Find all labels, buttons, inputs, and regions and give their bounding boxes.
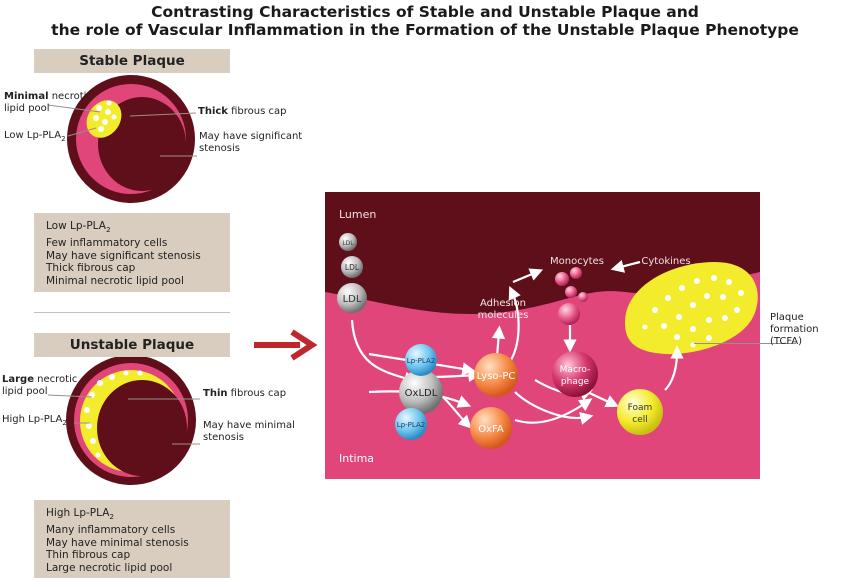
ldl-label-medium: LDL bbox=[345, 263, 360, 272]
pathway-arrows bbox=[350, 259, 684, 429]
macrophage-label-2: phage bbox=[561, 377, 590, 387]
plaque-tcfa bbox=[625, 262, 758, 355]
unstable-lp-pla2-label: High Lp-PLA2 bbox=[2, 414, 67, 427]
macrophage-label-1: Macro- bbox=[560, 365, 591, 375]
title-line-2: the role of Vascular Inflammation in the… bbox=[51, 21, 799, 39]
title-line-1: Contrasting Characteristics of Stable an… bbox=[151, 3, 699, 21]
lp-pla2-enzyme-bottom bbox=[395, 408, 427, 440]
adhesion-label-1: Adhesion bbox=[480, 298, 526, 309]
oxfa-label: OxFA bbox=[478, 424, 504, 435]
unstable-fibrous-cap-label: Thin fibrous cap bbox=[203, 388, 287, 399]
stable-fibrous-cap-label: Thick fibrous cap bbox=[198, 106, 287, 117]
unstable-plaque-header: Unstable Plaque bbox=[34, 333, 230, 357]
unstable-characteristics-box: High Lp-PLA2 Many inflammatory cells May… bbox=[34, 500, 230, 578]
stable-lp-pla2-label: Low Lp-PLA2 bbox=[4, 130, 66, 143]
macrophage-cell bbox=[552, 351, 598, 397]
intima-label: Intima bbox=[339, 452, 374, 465]
lp-pla2-label-bottom: Lp-PLA2 bbox=[397, 421, 425, 429]
foam-cell bbox=[617, 389, 663, 435]
transition-arrow bbox=[254, 329, 318, 361]
monocytes-label: Monocytes bbox=[550, 256, 604, 267]
foam-cell-label-1: Foam bbox=[628, 403, 653, 413]
lyso-pc-label: Lyso-PC bbox=[477, 371, 516, 382]
stable-artery-cross-section bbox=[67, 75, 195, 203]
stable-plaque-header: Stable Plaque bbox=[34, 49, 230, 73]
lumen-label: Lumen bbox=[339, 208, 376, 221]
adhesion-label-2: molecules bbox=[478, 310, 529, 321]
monocyte-cells bbox=[555, 267, 588, 325]
unstable-artery-cross-section bbox=[66, 355, 196, 485]
lp-pla2-label-top: Lp-PLA2 bbox=[407, 357, 435, 365]
oxldl-label: OxLDL bbox=[405, 388, 438, 399]
plaque-leader-line bbox=[694, 343, 796, 344]
foam-cell-label-2: cell bbox=[632, 415, 648, 425]
inflammation-mechanism-diagram: Lumen Intima LDL LDL LDL Lp-PLA2 Lp-PLA2… bbox=[325, 192, 760, 479]
lyso-pc-molecule bbox=[474, 353, 518, 397]
cytokines-label: Cytokines bbox=[641, 256, 690, 267]
ldl-label-large: LDL bbox=[343, 294, 362, 305]
oxfa-molecule bbox=[470, 407, 512, 449]
oxldl-particle bbox=[399, 370, 443, 414]
lp-pla2-enzyme-top bbox=[405, 344, 437, 376]
ldl-label-small: LDL bbox=[342, 240, 354, 247]
stable-characteristics-box: Low Lp-PLA2 Few inflammatory cells May h… bbox=[34, 213, 230, 292]
section-divider bbox=[34, 312, 230, 313]
ldl-particles bbox=[337, 233, 367, 313]
